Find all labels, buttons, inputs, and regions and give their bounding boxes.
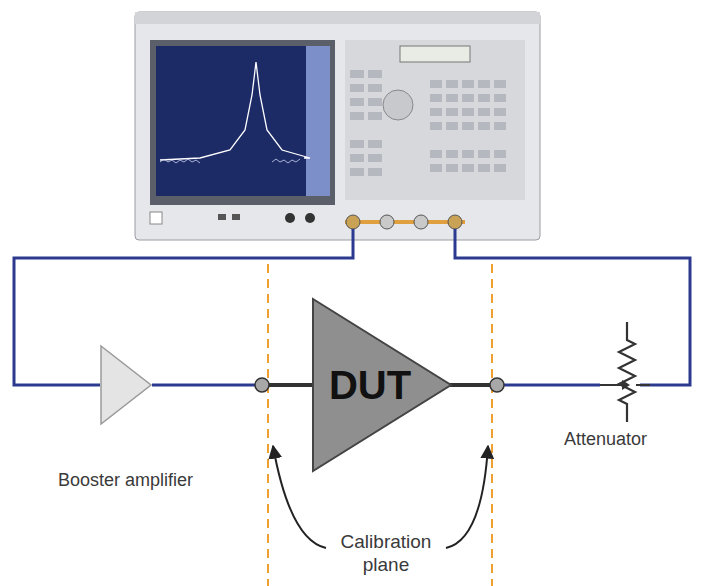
calibration-line	[267, 264, 269, 586]
calibration-label: Calibration plane	[326, 530, 446, 576]
network-analyzer	[135, 12, 540, 240]
calibration-line	[491, 264, 493, 586]
attenuator: Attenuator	[600, 322, 650, 422]
leader-arrow	[446, 446, 488, 548]
amplifier: Booster amplifier	[100, 345, 152, 425]
reference-point	[490, 378, 504, 392]
attenuator-symbol	[600, 322, 650, 422]
amplifier-symbol	[100, 345, 152, 425]
component-label: Booster amplifier	[58, 469, 198, 491]
dut-label: DUT	[320, 362, 420, 408]
reference-point	[255, 378, 269, 392]
cable	[455, 229, 690, 385]
cable	[14, 229, 353, 385]
amplifier: DUT	[312, 298, 452, 472]
dut-lead	[262, 383, 314, 387]
component-label: Attenuator	[564, 428, 684, 450]
